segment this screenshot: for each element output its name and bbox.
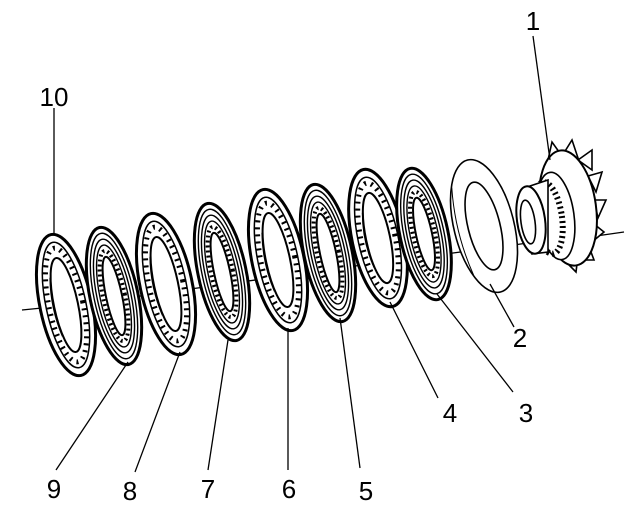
leader-lines	[53, 35, 551, 473]
callout-5: 5	[359, 476, 373, 506]
callout-9: 9	[47, 474, 61, 504]
leader-4	[389, 301, 439, 399]
clutch-hub-1	[515, 138, 608, 274]
callout-10: 10	[40, 82, 69, 112]
steel-plate-8	[134, 211, 198, 357]
friction-plate-3	[395, 166, 453, 302]
leader-8	[134, 351, 181, 473]
thrust-washer-2	[449, 158, 519, 294]
callout-1: 1	[526, 6, 540, 36]
leader-1	[532, 35, 551, 161]
friction-plate-5	[298, 182, 358, 324]
leader-3	[436, 293, 514, 393]
callout-6: 6	[282, 474, 296, 504]
callout-7: 7	[201, 474, 215, 504]
leader-7	[207, 339, 229, 471]
leader-5	[339, 317, 361, 469]
friction-plate-7	[192, 201, 252, 343]
steel-plate-10	[34, 232, 98, 378]
leader-9	[55, 361, 129, 471]
leader-2	[489, 283, 515, 328]
callout-labels: 1 2 3 4 5 6 7 8 9 10	[40, 6, 541, 506]
callout-2: 2	[513, 323, 527, 353]
friction-plate-9	[84, 225, 144, 367]
callout-3: 3	[519, 398, 533, 428]
callout-4: 4	[443, 398, 457, 428]
callout-8: 8	[123, 476, 137, 506]
